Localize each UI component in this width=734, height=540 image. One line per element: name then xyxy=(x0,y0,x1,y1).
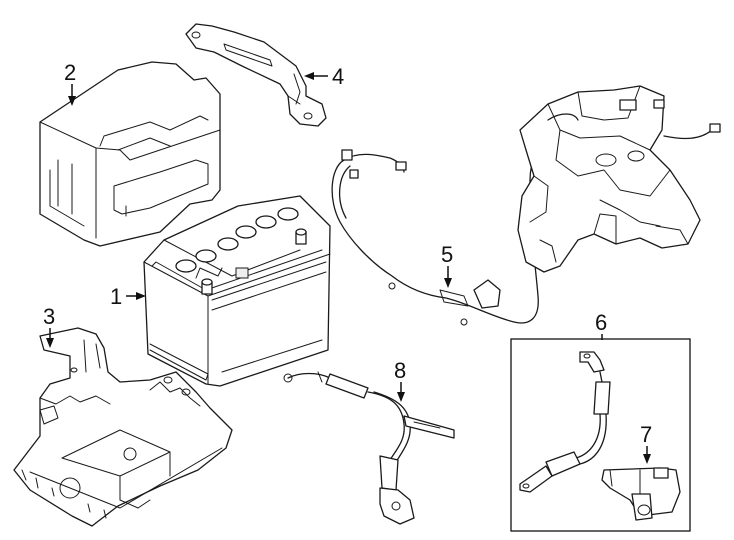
part-2-battery-cover xyxy=(39,61,221,247)
part-4-bracket xyxy=(185,23,327,127)
callout-7: 7 xyxy=(640,422,652,447)
callout-8: 8 xyxy=(394,358,406,383)
callout-4: 4 xyxy=(332,64,344,89)
part-5-harness xyxy=(331,85,721,326)
callout-labels: 2 4 1 3 5 6 7 8 xyxy=(43,60,652,447)
callout-5: 5 xyxy=(441,242,453,267)
callout-1: 1 xyxy=(110,284,122,309)
callout-3: 3 xyxy=(43,304,55,329)
part-6-ground-cable xyxy=(519,351,611,493)
part-3-battery-tray xyxy=(13,327,233,527)
callout-6: 6 xyxy=(595,310,607,335)
part-1-battery xyxy=(143,195,331,387)
callout-2: 2 xyxy=(64,60,76,85)
callout-arrows xyxy=(46,72,651,464)
part-7-sensor xyxy=(601,467,681,521)
kit-box xyxy=(510,338,691,532)
part-8-cable xyxy=(283,371,455,525)
